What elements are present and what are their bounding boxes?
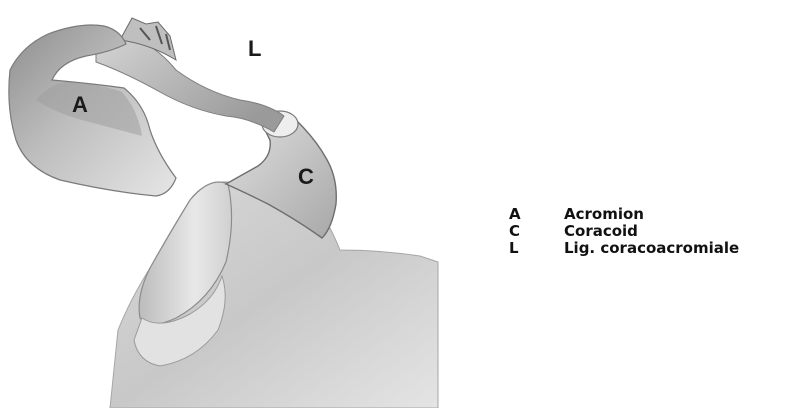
legend-key: C	[509, 223, 564, 240]
legend-text: Acromion	[564, 206, 644, 223]
legend-row-ligament: L Lig. coracoacromiale	[509, 240, 739, 257]
legend-text: Lig. coracoacromiale	[564, 240, 739, 257]
label-ligament: L	[248, 36, 261, 61]
legend-key: L	[509, 240, 564, 257]
legend-row-acromion: A Acromion	[509, 206, 739, 223]
legend-text: Coracoid	[564, 223, 638, 240]
legend-key: A	[509, 206, 564, 223]
legend-row-coracoid: C Coracoid	[509, 223, 739, 240]
shoulder-anatomy-illustration: A C L	[0, 0, 440, 408]
label-coracoid: C	[298, 164, 314, 189]
legend: A Acromion C Coracoid L Lig. coracoacrom…	[509, 206, 739, 257]
label-acromion: A	[72, 92, 88, 117]
